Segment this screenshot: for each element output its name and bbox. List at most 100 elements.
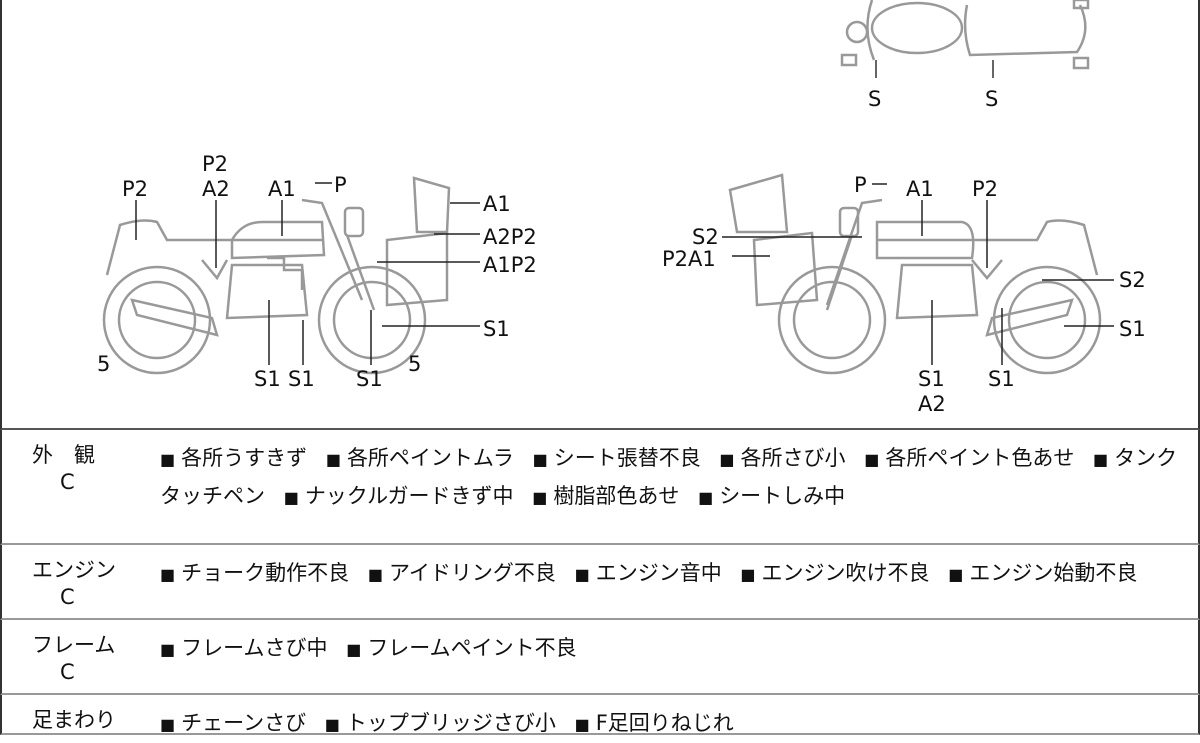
condition-item-text: アイドリング不良 <box>388 561 556 585</box>
bullet-square-icon: ■ <box>283 488 299 507</box>
condition-item: ■ 各所うすきず <box>160 446 313 470</box>
bullet-square-icon: ■ <box>864 450 880 469</box>
damage-label: A2 <box>918 392 946 416</box>
condition-item-text: 各所うすきず <box>181 446 308 470</box>
bullet-square-icon: ■ <box>574 565 590 584</box>
damage-label: P2 <box>972 177 999 201</box>
condition-row: 足まわり ■ チェーンさび ■ トップブリッジさび小 ■ F足回りねじれ <box>0 695 1200 735</box>
bullet-square-icon: ■ <box>740 565 756 584</box>
condition-item: ■ フレームペイント不良 <box>346 636 583 660</box>
condition-item: ■ 各所さび小 <box>719 446 851 470</box>
bullet-square-icon: ■ <box>574 715 590 734</box>
right-side-motorcycle <box>728 173 1102 375</box>
condition-item: ■ トップブリッジさび小 <box>325 711 562 735</box>
top-view-motorcycle <box>840 0 1090 70</box>
condition-item: ■ アイドリング不良 <box>368 561 562 585</box>
condition-item-text: トップブリッジさび小 <box>345 711 556 735</box>
bullet-square-icon: ■ <box>346 640 362 659</box>
condition-item: ■ エンジン吹け不良 <box>740 561 935 585</box>
condition-item: ■ シートしみ中 <box>698 484 851 508</box>
bullet-square-icon: ■ <box>948 565 964 584</box>
damage-label: A1 <box>906 177 934 201</box>
damage-label: S1 <box>483 317 510 341</box>
top-view-label: S <box>868 87 882 111</box>
condition-row: 外 観 C ■ 各所うすきず ■ 各所ペイントムラ ■ シート張替不良 ■ 各所さび小 ■ 各… <box>0 430 1200 545</box>
category-label: フレーム <box>32 633 116 657</box>
category-label: 足まわり <box>32 708 116 732</box>
condition-item: ■ ナックルガードきず中 <box>284 484 520 508</box>
damage-label: S1 <box>988 367 1015 391</box>
bullet-square-icon: ■ <box>367 565 383 584</box>
condition-item-text: チェーンさび <box>181 711 307 735</box>
condition-item: ■ 各所ペイントムラ <box>326 446 520 470</box>
condition-item-text: シート張替不良 <box>553 446 701 470</box>
bullet-square-icon: ■ <box>160 640 176 659</box>
condition-item: ■ F足回りねじれ <box>575 711 740 735</box>
condition-item: ■タンクタッチペン <box>160 446 1177 508</box>
condition-item: ■ エンジン音中 <box>575 561 728 585</box>
grade-value: C <box>60 660 75 684</box>
damage-label: A1P2 <box>483 253 537 277</box>
grade-value: C <box>60 585 75 609</box>
damage-label: A1 <box>483 192 511 216</box>
bullet-square-icon: ■ <box>698 488 714 507</box>
condition-items: ■ 各所うすきず ■ 各所ペイントムラ ■ シート張替不良 ■ 各所さび小 ■ 各所ペイン… <box>160 440 1178 516</box>
damage-label: P <box>334 173 347 197</box>
condition-item: ■ チェーンさび <box>160 711 312 735</box>
condition-item: ■チョーク動作不良 <box>160 561 355 585</box>
bullet-square-icon: ■ <box>160 450 176 469</box>
condition-item: ■ エンジン始動不良 <box>948 561 1143 585</box>
condition-item-text: エンジン吹け不良 <box>761 561 930 585</box>
condition-table: 外 観 C ■ 各所うすきず ■ 各所ペイントムラ ■ シート張替不良 ■ 各所さび小 ■ 各… <box>0 430 1200 735</box>
condition-item: ■ 各所ペイント色あせ <box>864 446 1080 470</box>
condition-item-text: フレームさび中 <box>181 636 328 660</box>
damage-label: P2 <box>122 177 149 201</box>
condition-items: ■ フレームさび中 ■ フレームペイント不良 <box>160 630 1178 668</box>
damage-label: A2 <box>202 177 230 201</box>
tire-label: 5 <box>408 352 422 376</box>
bullet-square-icon: ■ <box>325 450 341 469</box>
condition-item-text: タンクタッチペン <box>160 446 1178 508</box>
condition-item: ■ シート張替不良 <box>533 446 707 470</box>
top-view-label: S <box>985 87 999 111</box>
damage-label: S1 <box>356 367 383 391</box>
condition-row: フレーム C ■ フレームさび中 ■ フレームペイント不良 <box>0 620 1200 695</box>
bullet-square-icon: ■ <box>324 715 340 734</box>
bullet-square-icon: ■ <box>719 450 735 469</box>
category-label: エンジン <box>32 558 116 582</box>
condition-item-text: 各所ペイントムラ <box>346 446 514 470</box>
bullet-square-icon: ■ <box>532 488 548 507</box>
bullet-square-icon: ■ <box>160 565 176 584</box>
bullet-square-icon: ■ <box>160 715 176 734</box>
damage-label: S1 <box>918 367 945 391</box>
damage-label: S1 <box>254 367 281 391</box>
condition-item-text: シートしみ中 <box>719 484 846 508</box>
damage-label: S1 <box>1119 317 1146 341</box>
damage-diagram: S S P2 P2 A2 A1 P A1 A2P2 A1P2 S1 S1 S1 … <box>0 0 1200 430</box>
condition-item-text: ナックルガードきず中 <box>304 484 514 508</box>
condition-item-text: エンジン音中 <box>595 561 722 585</box>
condition-item-text: 樹脂部色あせ <box>553 484 680 508</box>
damage-label: S1 <box>288 367 315 391</box>
bullet-square-icon: ■ <box>1093 450 1109 469</box>
tire-label: 5 <box>97 352 111 376</box>
category-label: 外 観 <box>32 443 95 467</box>
condition-row: エンジン C ■チョーク動作不良 ■ アイドリング不良 ■ エンジン音中 ■ エンジン吹け… <box>0 545 1200 620</box>
condition-item: ■ 樹脂部色あせ <box>532 484 685 508</box>
condition-items: ■ チェーンさび ■ トップブリッジさび小 ■ F足回りねじれ <box>160 705 1178 743</box>
motorcycle-illustration <box>102 0 1114 375</box>
damage-label: A1 <box>268 177 296 201</box>
condition-items: ■チョーク動作不良 ■ アイドリング不良 ■ エンジン音中 ■ エンジン吹け不良 ■ エ… <box>160 555 1178 593</box>
leader-lines <box>135 182 1114 365</box>
condition-item: ■ フレームさび中 <box>160 636 334 660</box>
condition-item-text: エンジン始動不良 <box>969 561 1138 585</box>
condition-item-text: 各所ペイント色あせ <box>885 446 1075 470</box>
damage-label: P2A1 <box>662 247 716 271</box>
grade-value: C <box>60 470 75 494</box>
condition-item-text: F足回りねじれ <box>595 711 734 735</box>
bullet-square-icon: ■ <box>532 450 548 469</box>
condition-item-text: 各所さび小 <box>740 446 846 470</box>
damage-label: S2 <box>692 225 719 249</box>
condition-item-text: フレームペイント不良 <box>367 636 577 660</box>
damage-label: P2 <box>202 152 229 176</box>
